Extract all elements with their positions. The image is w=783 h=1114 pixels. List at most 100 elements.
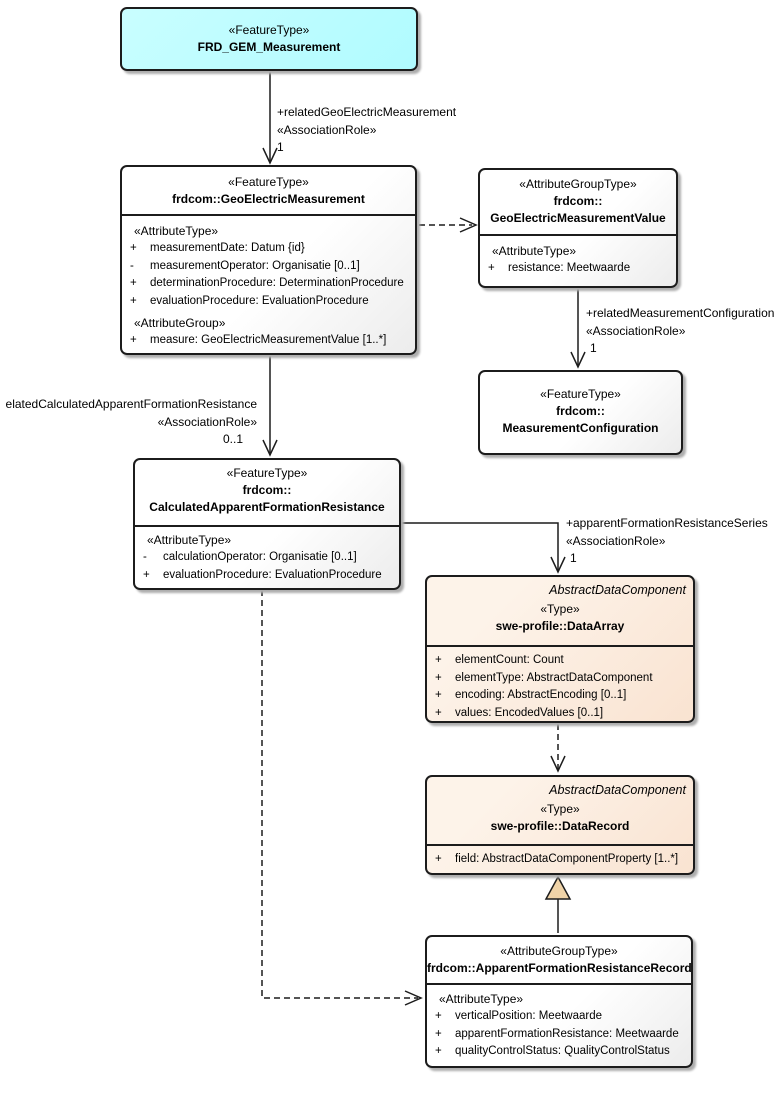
class-box-calculated-apparent-formation-resistance[interactable]: «FeatureType» frdcom:: CalculatedApparen… (133, 458, 401, 590)
attribute-text: measurementDate: Datum {id} (150, 242, 305, 254)
attribute-type-header: «AttributeType» (134, 224, 219, 238)
visibility-marker: + (435, 654, 442, 666)
role-name: +relatedGeoElectricMeasurement (277, 105, 457, 119)
stereotype-label: «FeatureType» (226, 466, 308, 480)
attribute-row[interactable]: + elementCount: Count (427, 652, 693, 670)
connector-generalization-datarecord (544, 875, 572, 933)
association-label-related-calculated-apparent-formation-resistance: elatedCalculatedApparentFormationResista… (6, 396, 257, 449)
compartment-divider (122, 214, 415, 216)
role-stereotype: «AssociationRole» (586, 323, 686, 338)
attribute-row[interactable]: + elementType: AbstractDataComponent (427, 670, 693, 688)
visibility-marker: + (130, 334, 137, 346)
attribute-row[interactable]: + determinationProcedure: DeterminationP… (122, 275, 415, 293)
attribute-row[interactable]: + values: EncodedValues [0..1] (427, 705, 693, 723)
visibility-marker: + (488, 262, 495, 274)
visibility-marker: + (435, 1010, 442, 1022)
attribute-row[interactable]: + measurementDate: Datum {id} (122, 240, 415, 258)
role-name: +apparentFormationResistanceSeries (566, 516, 768, 530)
class-name: swe-profile::DataRecord (490, 819, 630, 833)
attribute-type-header: «AttributeType» (147, 533, 232, 547)
compartment-divider (480, 234, 676, 236)
visibility-marker: + (435, 671, 442, 684)
role-stereotype: «AssociationRole» (277, 122, 377, 137)
attribute-text: encoding: AbstractEncoding [0..1] (455, 689, 627, 701)
stereotype-label: «FeatureType» (228, 23, 310, 37)
visibility-marker: + (130, 277, 137, 289)
attribute-text: elementType: AbstractDataComponent (455, 671, 653, 684)
connector-related-measurement-configuration (570, 289, 586, 369)
attribute-row[interactable]: + apparentFormationResistance: Meetwaard… (427, 1026, 691, 1044)
visibility-marker: - (130, 259, 134, 272)
parent-class-label: AbstractDataComponent (549, 583, 686, 597)
attribute-row[interactable]: + measure: GeoElectricMeasurementValue [… (122, 332, 415, 350)
class-box-frd-gem-measurement[interactable]: «FeatureType» FRD_GEM_Measurement (120, 7, 418, 71)
attribute-text: elementCount: Count (455, 654, 564, 666)
attribute-text: determinationProcedure: DeterminationPro… (150, 277, 404, 289)
class-box-geo-electric-measurement[interactable]: «FeatureType» frdcom::GeoElectricMeasure… (120, 165, 417, 355)
class-name: frdcom::ApparentFormationResistanceRecor… (427, 961, 692, 975)
connector-measure-dependency (419, 217, 478, 233)
connector-record-dependency (261, 590, 423, 1006)
class-name-namespace: frdcom:: (242, 483, 292, 497)
association-label-related-measurement-configuration: +relatedMeasurementConfiguration «Associ… (586, 305, 774, 358)
class-box-apparent-formation-resistance-record[interactable]: «AttributeGroupType» frdcom::ApparentFor… (425, 935, 693, 1068)
attribute-row[interactable]: + evaluationProcedure: EvaluationProcedu… (122, 293, 415, 311)
connector-dataarray-datarecord-dependency (550, 724, 566, 773)
attribute-type-header: «AttributeType» (439, 992, 524, 1006)
attribute-text: field: AbstractDataComponentProperty [1.… (455, 853, 679, 865)
visibility-marker: + (143, 568, 150, 581)
attribute-text: apparentFormationResistance: Meetwaarde (455, 1027, 679, 1040)
attribute-row[interactable]: + resistance: Meetwaarde (480, 260, 676, 278)
class-box-measurement-configuration[interactable]: «FeatureType» frdcom:: MeasurementConfig… (478, 370, 683, 455)
visibility-marker: + (435, 1027, 442, 1040)
attribute-text: values: EncodedValues [0..1] (455, 706, 604, 719)
class-box-data-record[interactable]: AbstractDataComponent «Type» swe-profile… (425, 775, 695, 875)
attribute-row[interactable]: + verticalPosition: Meetwaarde (427, 1008, 691, 1026)
multiplicity: 0..1 (222, 432, 243, 446)
attribute-text: resistance: Meetwaarde (508, 262, 631, 274)
class-name: frdcom::GeoElectricMeasurement (172, 192, 365, 206)
attribute-row[interactable]: + qualityControlStatus: QualityControlSt… (427, 1043, 691, 1061)
class-name: CalculatedApparentFormationResistance (149, 500, 385, 514)
class-name-namespace: frdcom:: (556, 404, 605, 418)
compartment-divider (135, 525, 399, 527)
visibility-marker: + (435, 1045, 442, 1057)
class-name: FRD_GEM_Measurement (197, 40, 341, 54)
class-name: GeoElectricMeasurementValue (490, 211, 666, 225)
stereotype-label: «FeatureType» (540, 387, 621, 401)
multiplicity: 1 (570, 551, 577, 565)
class-box-geo-electric-measurement-value[interactable]: «AttributeGroupType» frdcom:: GeoElectri… (478, 168, 678, 288)
attribute-row[interactable]: + encoding: AbstractEncoding [0..1] (427, 687, 693, 705)
class-box-data-array[interactable]: AbstractDataComponent «Type» swe-profile… (425, 575, 695, 723)
attribute-text: calculationOperator: Organisatie [0..1] (163, 551, 357, 563)
role-stereotype: «AssociationRole» (157, 414, 257, 429)
role-stereotype: «AssociationRole» (566, 533, 666, 548)
attribute-group-header: «AttributeGroup» (134, 316, 226, 330)
attribute-row[interactable]: + field: AbstractDataComponentProperty [… (427, 851, 693, 869)
class-name: swe-profile::DataArray (495, 619, 625, 633)
connector-apparent-formation-resistance-series (401, 522, 566, 574)
class-name: MeasurementConfiguration (502, 421, 659, 435)
visibility-marker: - (143, 551, 147, 563)
attribute-row[interactable]: + evaluationProcedure: EvaluationProcedu… (135, 567, 399, 585)
attribute-row[interactable]: - measurementOperator: Organisatie [0..1… (122, 258, 415, 276)
visibility-marker: + (435, 706, 442, 719)
attribute-text: measurementOperator: Organisatie [0..1] (150, 259, 360, 272)
attribute-row[interactable]: - calculationOperator: Organisatie [0..1… (135, 549, 399, 567)
stereotype-label: «AttributeGroupType» (500, 944, 618, 958)
attribute-text: qualityControlStatus: QualityControlStat… (455, 1045, 670, 1057)
stereotype-label: «FeatureType» (228, 175, 309, 189)
parent-class-label: AbstractDataComponent (549, 783, 686, 797)
visibility-marker: + (130, 294, 137, 307)
compartment-divider (427, 645, 693, 647)
stereotype-label: «Type» (540, 802, 580, 816)
stereotype-label: «Type» (540, 602, 580, 616)
stereotype-label: «AttributeGroupType» (519, 177, 637, 191)
compartment-divider (427, 983, 691, 985)
multiplicity: 1 (590, 341, 597, 355)
role-name: +relatedMeasurementConfiguration (586, 306, 775, 320)
multiplicity: 1 (277, 140, 284, 154)
class-name-namespace: frdcom:: (553, 194, 603, 208)
association-label-related-geo-electric-measurement: +relatedGeoElectricMeasurement «Associat… (277, 104, 456, 157)
